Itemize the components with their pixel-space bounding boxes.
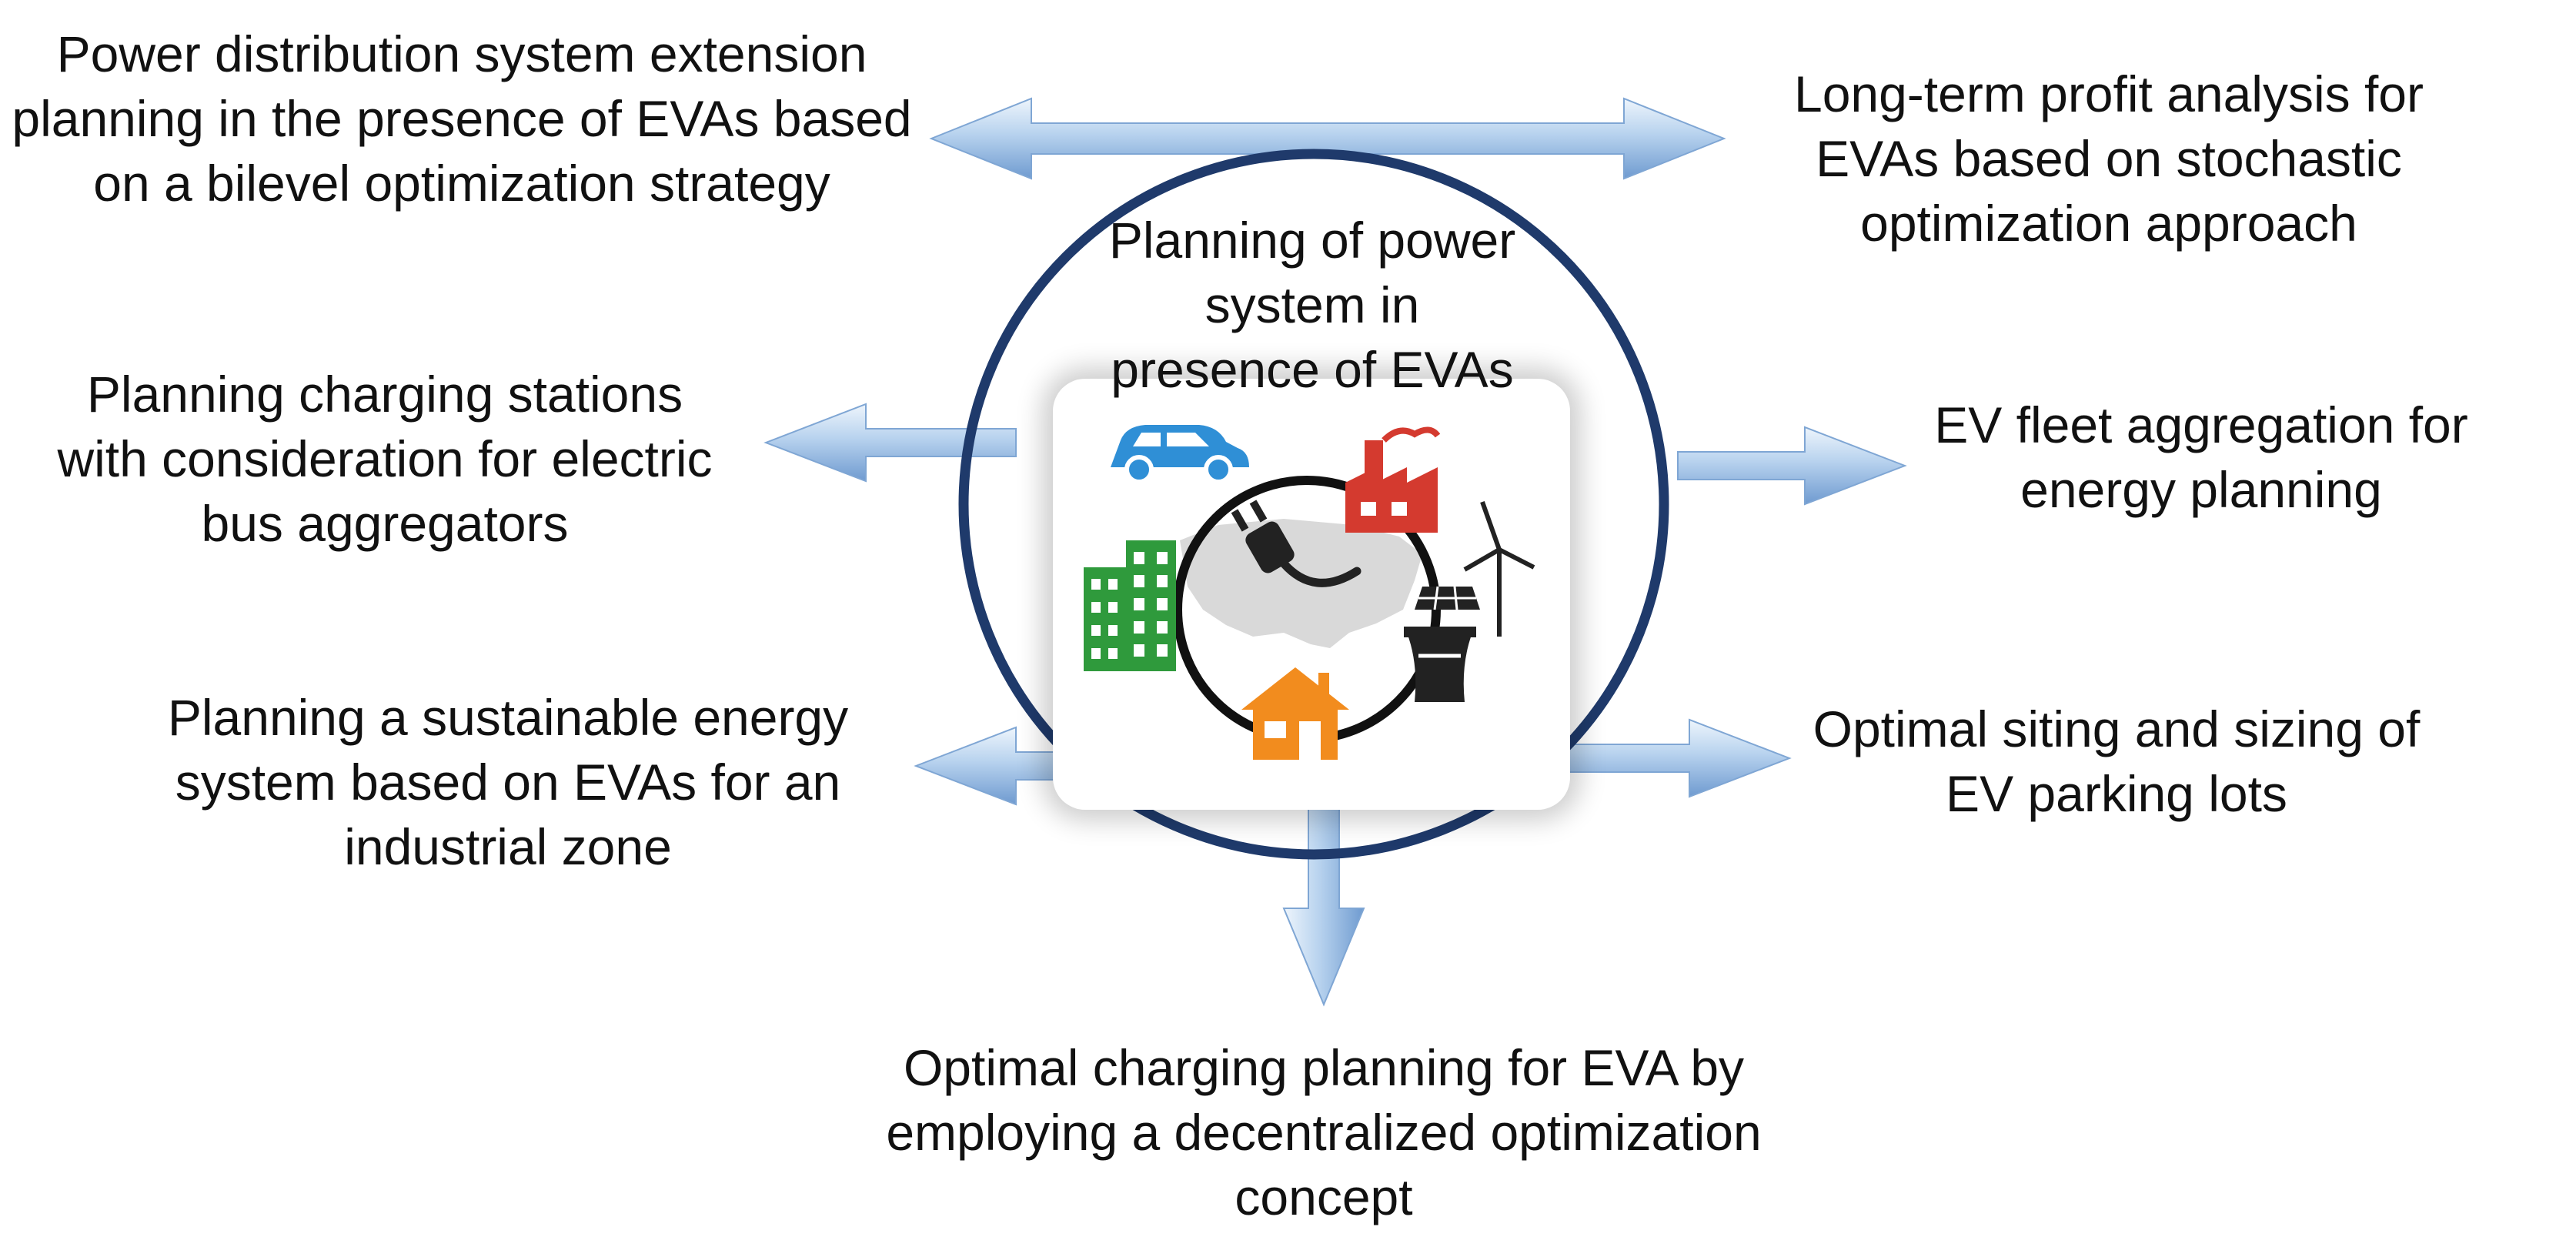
buildings-icon <box>1084 540 1176 671</box>
solar-panel-icon <box>1415 586 1480 610</box>
topic-mid-right: EV fleet aggregation for energy planning <box>1934 396 2468 518</box>
wind-turbine-icon <box>1463 500 1535 637</box>
arrow-bottom <box>1282 796 1365 1007</box>
arrow-mid-right <box>1677 426 1907 506</box>
center-circle <box>958 149 1669 860</box>
us-map-icon <box>1180 519 1422 648</box>
factory-icon <box>1345 426 1441 533</box>
arrow-top-double <box>929 97 1726 180</box>
topic-low-left: Planning a sustainable energy system bas… <box>167 689 849 875</box>
power-plant-icon <box>1404 627 1476 702</box>
topic-top-left: Power distribution system extension plan… <box>12 25 912 212</box>
arrow-mid-left <box>763 403 1017 483</box>
center-icon-graphic <box>1084 421 1535 760</box>
house-icon <box>1241 667 1349 760</box>
center-title: Planning of power system in presence of … <box>1108 212 1516 398</box>
topic-mid-left: Planning charging stations with consider… <box>57 366 713 552</box>
car-icon <box>1111 421 1249 484</box>
topic-top-right: Long-term profit analysis for EVAs based… <box>1793 65 2424 252</box>
center-icon-card <box>1053 379 1570 810</box>
topic-bottom: Optimal charging planning for EVA by emp… <box>886 1039 1762 1225</box>
topic-low-right: Optimal siting and sizing of EV parking … <box>1813 700 2421 822</box>
plug-icon <box>1231 500 1362 587</box>
